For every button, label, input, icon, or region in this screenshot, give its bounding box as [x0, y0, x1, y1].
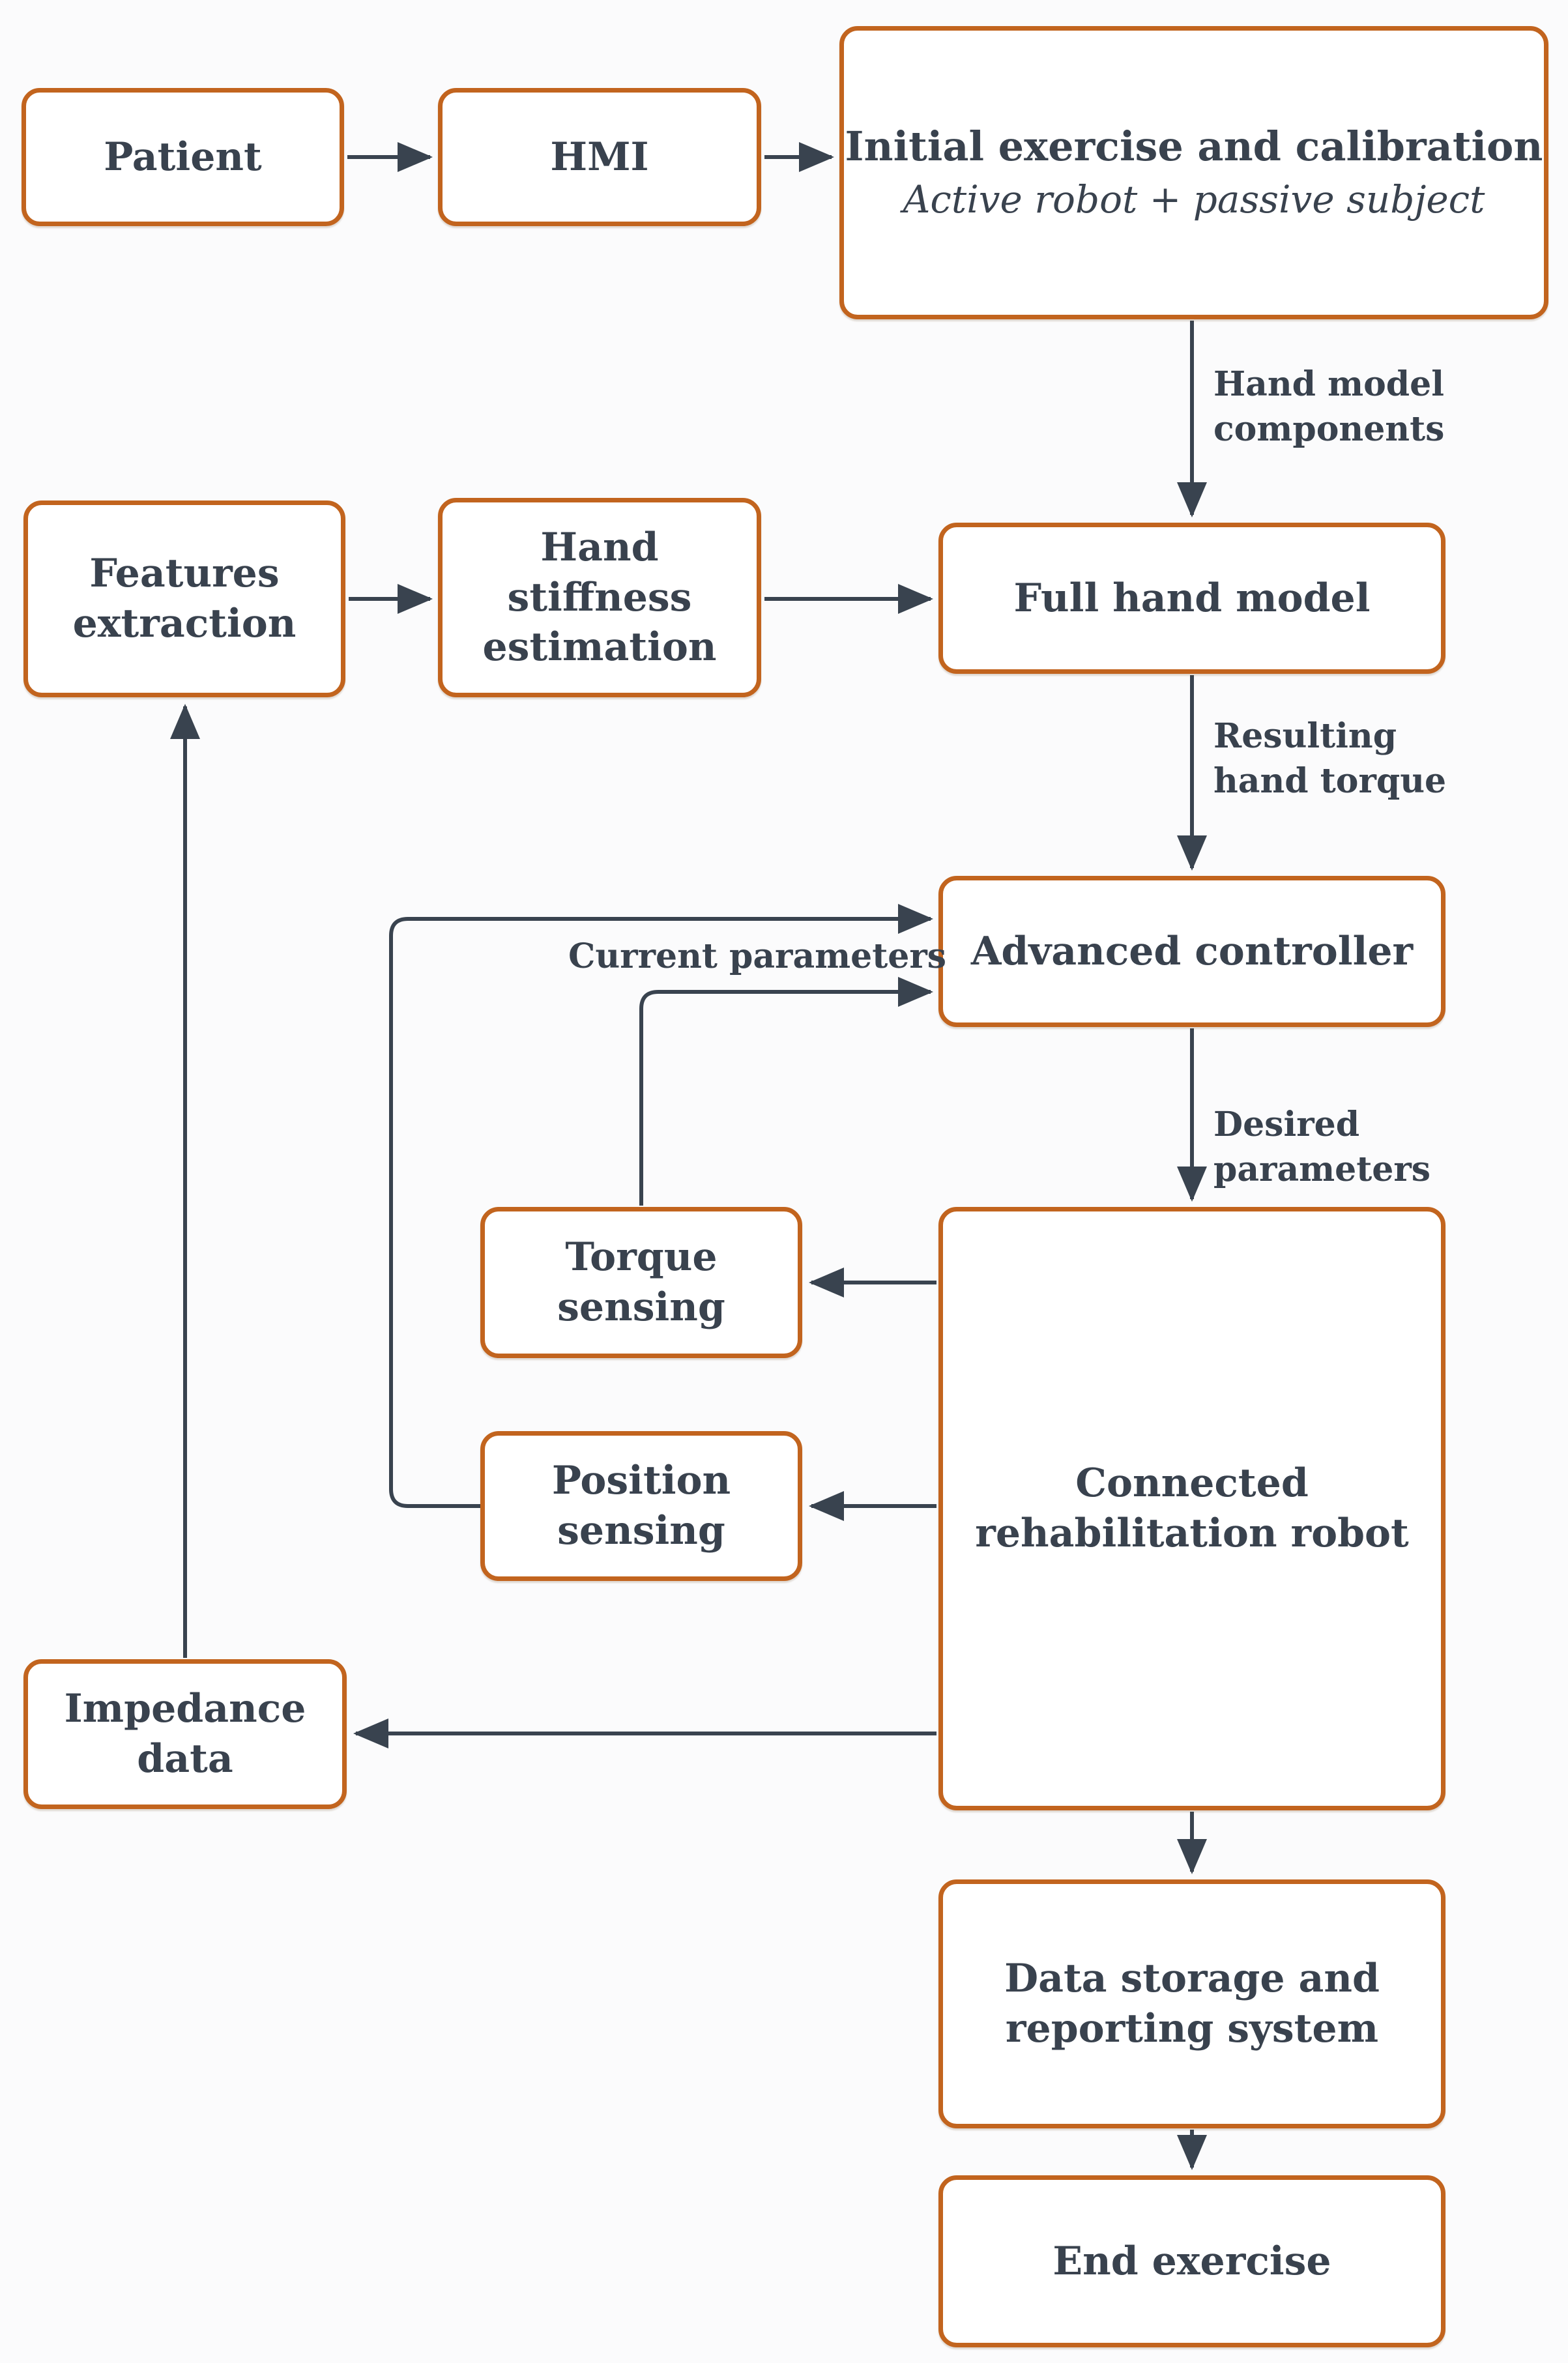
node-impedance-data-label: Impedance data: [64, 1686, 306, 1782]
edge-label-current-parameters: Current parameters: [568, 936, 947, 976]
node-hmi: HMI: [438, 88, 761, 226]
node-position-sensing-label: Position sensing: [551, 1458, 731, 1554]
node-patient-label: Patient: [104, 134, 262, 180]
edge-label-hand-model-components: Hand model components: [1213, 364, 1445, 449]
node-torque-sensing-label: Torque sensing: [557, 1234, 725, 1330]
node-patient: Patient: [22, 88, 344, 226]
node-full-hand-model: Full hand model: [938, 523, 1445, 674]
node-advanced-controller: Advanced controller: [938, 876, 1445, 1027]
arrow-position-to-controller: [389, 904, 933, 1508]
node-position-sensing: Position sensing: [480, 1431, 802, 1581]
node-hand-stiffness-estimation: Hand stiffness estimation: [438, 498, 761, 697]
edge-label-resulting-hand-torque: Resulting hand torque: [1213, 716, 1447, 801]
node-connected-rehabilitation-robot-label: Connected rehabilitation robot: [975, 1460, 1409, 1556]
edge-label-desired-parameters: Desired parameters: [1213, 1105, 1431, 1189]
node-features-extraction: Features extraction: [23, 500, 345, 697]
node-impedance-data: Impedance data: [23, 1659, 347, 1809]
node-connected-rehabilitation-robot: Connected rehabilitation robot: [938, 1207, 1445, 1810]
node-torque-sensing: Torque sensing: [480, 1207, 802, 1358]
node-data-storage-reporting: Data storage and reporting system: [938, 1879, 1445, 2128]
node-full-hand-model-label: Full hand model: [1013, 575, 1371, 621]
node-initial-exercise: Initial exercise and calibration Active …: [839, 26, 1548, 319]
arrow-torque-to-controller: [639, 977, 933, 1206]
node-hmi-label: HMI: [550, 134, 649, 180]
node-features-extraction-label: Features extraction: [72, 551, 297, 646]
node-initial-exercise-title: Initial exercise and calibration: [845, 122, 1543, 170]
node-end-exercise-label: End exercise: [1053, 2238, 1331, 2284]
node-hand-stiffness-estimation-label: Hand stiffness estimation: [482, 524, 717, 671]
node-end-exercise: End exercise: [938, 2175, 1445, 2347]
node-advanced-controller-label: Advanced controller: [970, 928, 1414, 974]
node-initial-exercise-subtitle: Active robot + passive subject: [903, 177, 1485, 222]
node-data-storage-reporting-label: Data storage and reporting system: [1004, 1956, 1380, 2051]
